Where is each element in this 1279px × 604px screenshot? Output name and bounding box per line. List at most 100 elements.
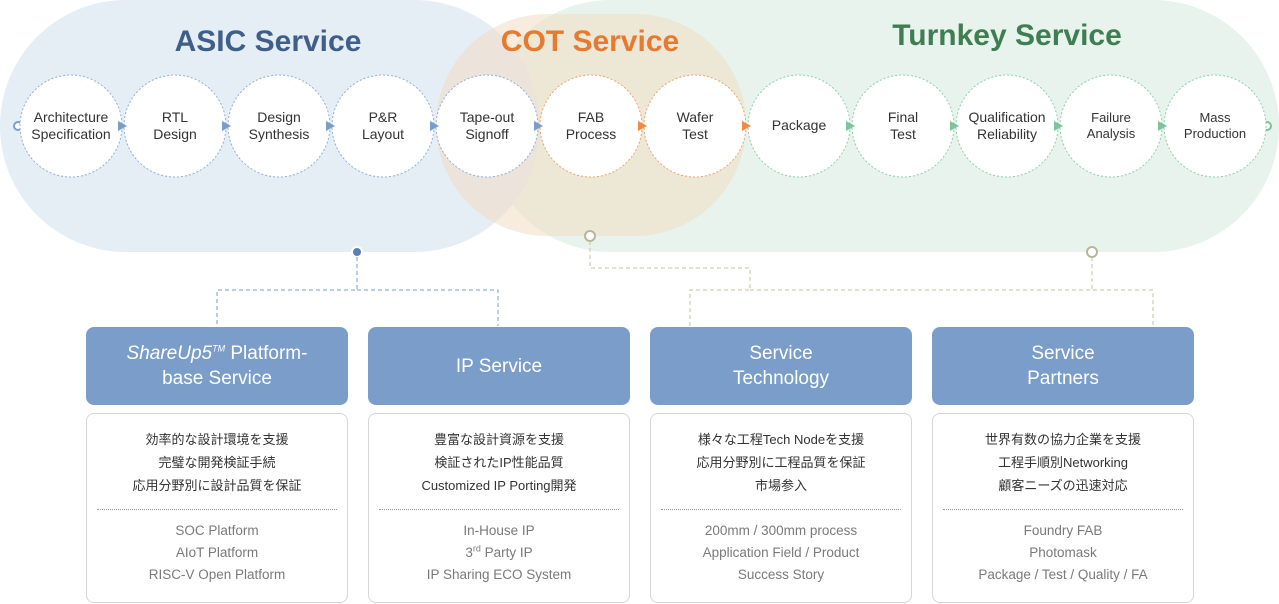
ordinal-superscript: rd: [472, 543, 481, 554]
party-ip-text: Party IP: [480, 545, 533, 560]
step-label-line1: Qualification: [968, 109, 1045, 125]
arrow-icon: [846, 121, 855, 131]
card-jp-line: 効率的な設計環境を支援: [145, 432, 289, 447]
turnkey-service-title: Turnkey Service: [892, 19, 1122, 52]
step-label-line2: Signoff: [465, 126, 508, 142]
cot-connector-node: [584, 230, 596, 242]
arrow-icon: [1054, 121, 1063, 131]
card-service-technology: Service Technology 様々な工程Tech Nodeを支援 応用分…: [650, 327, 912, 603]
dotted-divider: [97, 509, 337, 510]
card-shareup-platform: ShareUp5TM Platform- base Service 効率的な設計…: [86, 327, 348, 603]
card-en-line: Application Field / Product: [702, 545, 860, 560]
step-qualification-reliability: Qualification Reliability: [955, 74, 1059, 178]
step-label-line1: Package: [772, 117, 827, 133]
card-en-line: SOC Platform: [175, 523, 259, 538]
card-ip-service: IP Service 豊富な設計資源を支援 検証されたIP性能品質 Custom…: [368, 327, 630, 603]
third-prefix: 3: [465, 545, 473, 560]
dotted-divider: [661, 509, 901, 510]
arrow-icon: [326, 121, 335, 131]
card-en-line: Foundry FAB: [1023, 523, 1103, 538]
card-title-line1: IP Service: [455, 355, 543, 377]
arrow-icon: [118, 121, 127, 131]
step-design-synthesis: Design Synthesis: [227, 74, 331, 178]
step-pr-layout: P&R Layout: [331, 74, 435, 178]
step-label-line2: Production: [1184, 126, 1246, 141]
step-label-line1: FAB: [578, 109, 604, 125]
step-failure-analysis: Failure Analysis: [1059, 74, 1163, 178]
dotted-divider: [943, 509, 1183, 510]
card-title-line2: base Service: [162, 368, 272, 389]
card-title[interactable]: ShareUp5TM Platform- base Service: [86, 327, 348, 405]
card-jp-line: 豊富な設計資源を支援: [433, 432, 564, 447]
step-label-line1: Wafer: [677, 109, 714, 125]
dotted-divider: [379, 509, 619, 510]
step-wafer-test: Wafer Test: [643, 74, 747, 178]
cot-service-title: COT Service: [501, 25, 679, 58]
arrow-icon: [950, 121, 959, 131]
card-title[interactable]: Service Technology: [650, 327, 912, 405]
arrow-icon: [1158, 121, 1167, 131]
card-jp-line: 検証されたIP性能品質: [434, 455, 564, 470]
step-label-line2: Analysis: [1087, 126, 1136, 141]
card-jp-line: 応用分野別に工程品質を保証: [696, 455, 866, 470]
card-title[interactable]: Service Partners: [932, 327, 1194, 405]
card-body: 世界有数の協力企業を支援 工程手順別Networking 顧客ニーズの迅速対応 …: [932, 413, 1194, 603]
card-title-line2: Technology: [732, 368, 830, 389]
step-label-line2: Design: [153, 126, 197, 142]
card-title-brand: ShareUp5: [126, 343, 213, 364]
arrow-icon: [430, 121, 439, 131]
card-body: 効率的な設計環境を支援 完璧な開発検証手続 応用分野別に設計品質を保証 SOC …: [86, 413, 348, 603]
step-label-line2: Reliability: [977, 126, 1037, 142]
card-body: 様々な工程Tech Nodeを支援 応用分野別に工程品質を保証 市場参入 200…: [650, 413, 912, 603]
card-en-line: 200mm / 300mm process: [704, 523, 858, 538]
card-title-line1: Service: [749, 343, 813, 364]
card-title[interactable]: IP Service: [368, 327, 630, 405]
step-package: Package: [747, 74, 851, 178]
step-label-line1: Architecture: [34, 109, 109, 125]
card-jp-line: Customized IP Porting開発: [421, 478, 577, 493]
step-architecture-specification: Architecture Specification: [19, 74, 123, 178]
step-label-line2: Test: [890, 126, 916, 142]
card-en-line: AIoT Platform: [175, 545, 259, 560]
card-jp-line: 応用分野別に設計品質を保証: [132, 478, 302, 493]
trademark-superscript: TM: [212, 343, 226, 354]
card-service-partners: Service Partners 世界有数の協力企業を支援 工程手順別Netwo…: [932, 327, 1194, 603]
arrow-icon: [638, 121, 647, 131]
step-label-line1: Failure: [1091, 110, 1131, 125]
card-en-line: IP Sharing ECO System: [426, 567, 572, 582]
card-en-line: Package / Test / Quality / FA: [978, 567, 1148, 582]
step-label-line1: Design: [257, 109, 301, 125]
card-title-line1: Service: [1031, 343, 1095, 364]
cot-connector-line: [589, 241, 1154, 326]
turnkey-connector-node: [1086, 246, 1098, 258]
card-en-line: Success Story: [737, 567, 825, 582]
step-mass-production: Mass Production: [1163, 74, 1267, 178]
flow-arrows: [118, 121, 1167, 131]
card-jp-line: 世界有数の協力企業を支援: [984, 432, 1141, 447]
step-label-line1: Final: [888, 109, 918, 125]
card-jp-line: 様々な工程Tech Nodeを支援: [697, 432, 865, 447]
asic-service-title: ASIC Service: [175, 25, 362, 58]
step-label-line2: Layout: [362, 126, 404, 142]
step-label-line2: Specification: [31, 126, 110, 142]
step-label-line2: Test: [682, 126, 708, 142]
step-label-line1: RTL: [162, 109, 188, 125]
step-tape-out-signoff: Tape-out Signoff: [435, 74, 539, 178]
step-circle: [1163, 74, 1267, 178]
card-en-line: In-House IP: [463, 523, 535, 538]
step-label-line2: Process: [566, 126, 617, 142]
card-en-line: RISC-V Open Platform: [148, 567, 286, 582]
card-jp-line: 市場参入: [754, 478, 807, 493]
arrow-icon: [742, 121, 751, 131]
asic-connector-line: [216, 257, 499, 326]
card-title-line1: Platform-: [225, 343, 308, 364]
step-label-line1: Tape-out: [460, 109, 515, 125]
step-label-line1: P&R: [369, 109, 398, 125]
asic-connector-node: [351, 246, 363, 258]
connector-lines: [216, 241, 1154, 326]
card-body: 豊富な設計資源を支援 検証されたIP性能品質 Customized IP Por…: [368, 413, 630, 603]
arrow-icon: [534, 121, 543, 131]
step-label-line2: Synthesis: [249, 126, 310, 142]
